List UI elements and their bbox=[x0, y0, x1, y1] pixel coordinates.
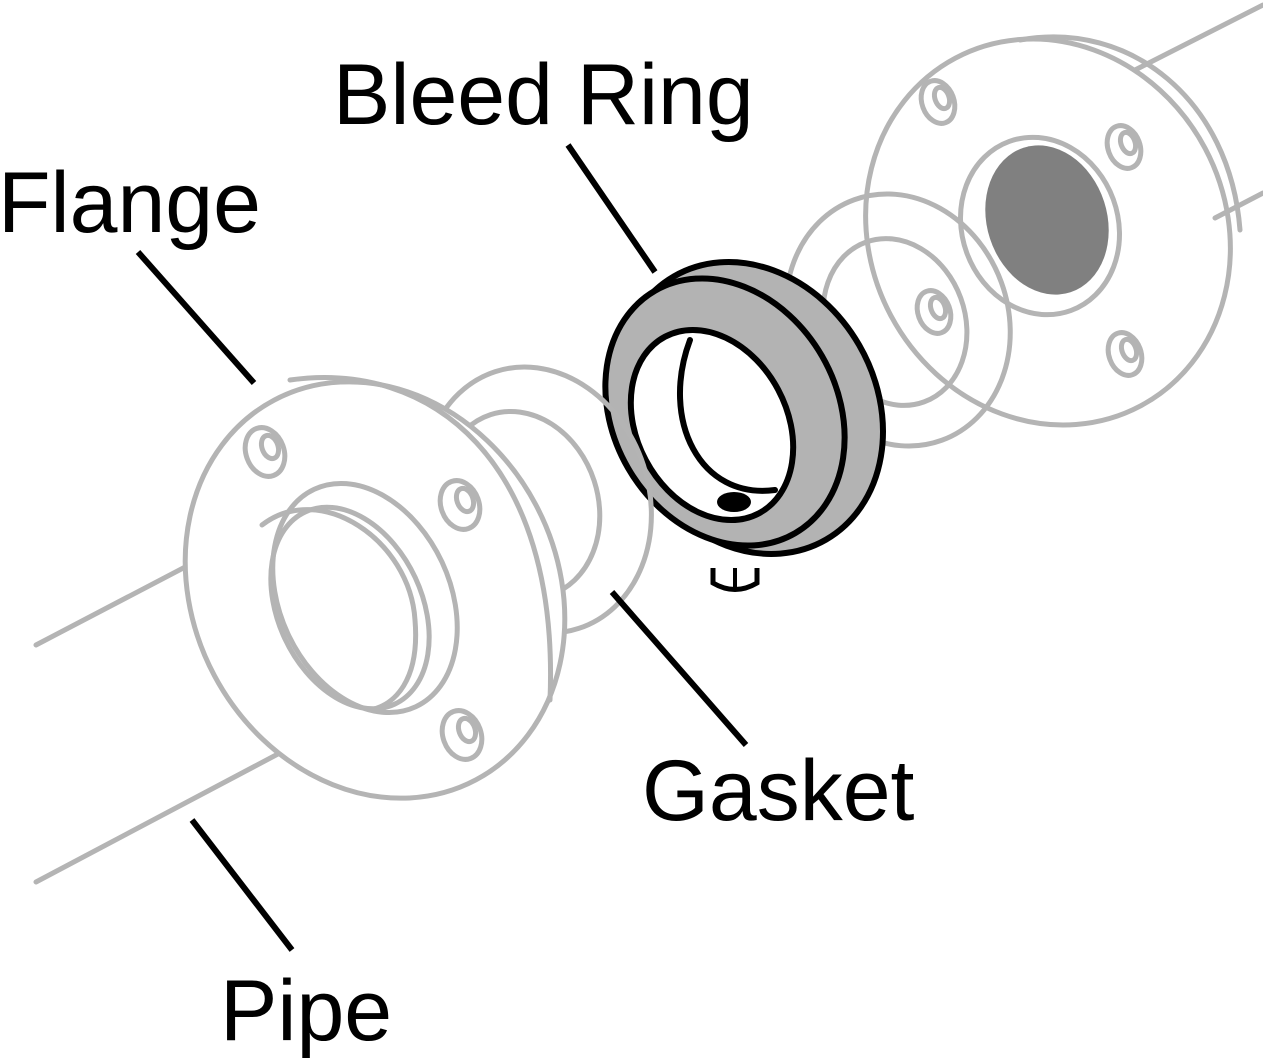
left-flange-bolt-holes bbox=[242, 425, 485, 762]
pipe-leader bbox=[189, 818, 295, 952]
right-flange-bolt-holes bbox=[914, 78, 1145, 378]
right-flange bbox=[863, 34, 1243, 428]
bleed-ring-label: Bleed Ring bbox=[333, 47, 754, 143]
gasket-leader bbox=[609, 590, 749, 747]
bleed-ring-leader bbox=[565, 143, 658, 274]
right-flange-bore bbox=[985, 145, 1109, 295]
bleed-ring bbox=[602, 259, 886, 592]
pipe-label: Pipe bbox=[220, 963, 392, 1059]
flange-leader bbox=[135, 250, 257, 385]
flange-label: Flange bbox=[0, 155, 261, 251]
bleed-ring-tap-hole bbox=[717, 492, 751, 512]
left-flange bbox=[182, 375, 568, 801]
gasket-label: Gasket bbox=[642, 743, 915, 839]
